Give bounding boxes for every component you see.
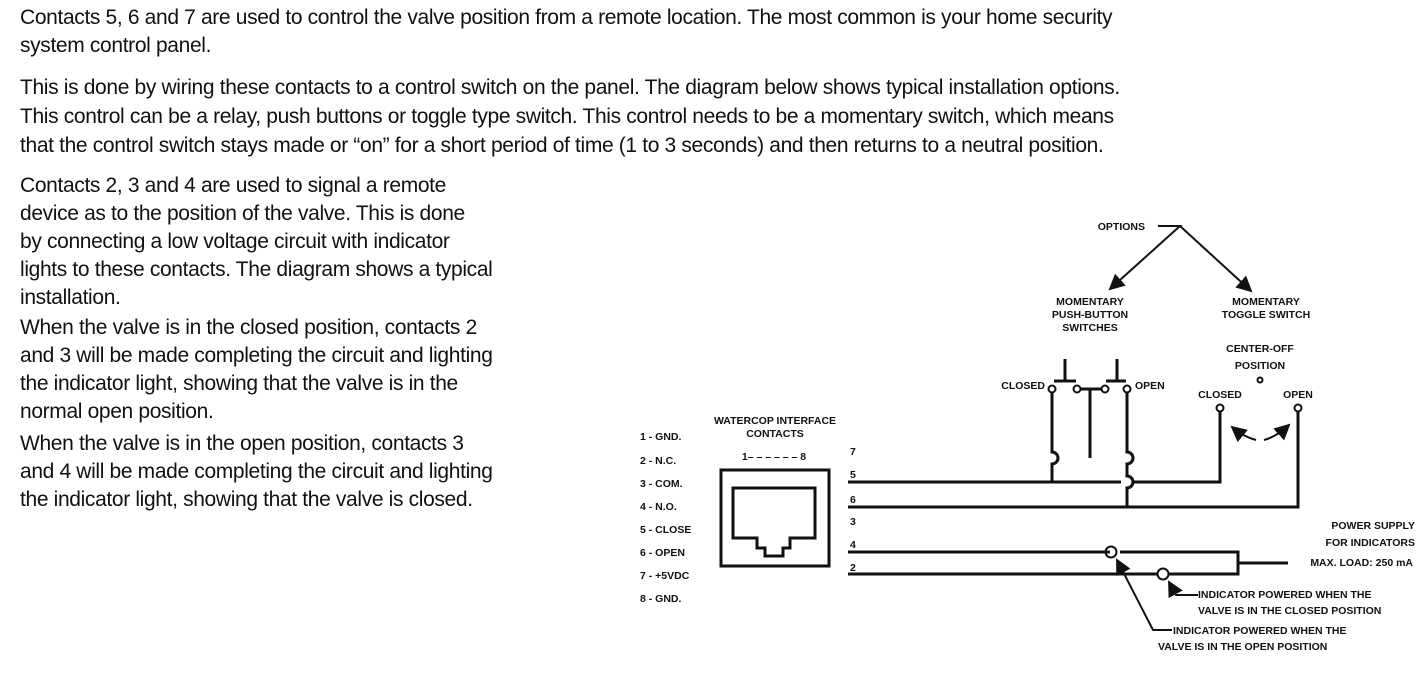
pin-label: 4 - N.O. (640, 501, 677, 513)
indicator-open-arrow (1116, 558, 1172, 631)
options-arrow-right (1179, 225, 1253, 293)
center-off-label: CENTER-OFF (1226, 343, 1294, 355)
toggle-switch-icon (1215, 376, 1303, 443)
rj45-connector-icon (719, 468, 831, 568)
intro-line: system control panel. (20, 34, 212, 57)
intro-line: that the control switch stays made or “o… (20, 134, 1104, 157)
pin-label: 5 - CLOSE (640, 524, 691, 536)
center-off-label: POSITION (1235, 360, 1285, 372)
toggle-open-label: OPEN (1283, 389, 1313, 401)
toggle-title: TOGGLE SWITCH (1222, 309, 1310, 321)
wires (848, 387, 1300, 576)
power-supply-label: FOR INDICATORS (1326, 537, 1415, 549)
intro-line: This is done by wiring these contacts to… (20, 76, 1120, 99)
intro-line: Contacts 5, 6 and 7 are used to control … (20, 6, 1113, 29)
push-button-closed-icon (1047, 359, 1082, 394)
left-text-line: lights to these contacts. The diagram sh… (20, 258, 493, 281)
wire-number: 6 (850, 494, 856, 506)
wire-number: 7 (850, 446, 856, 458)
pin-label: 2 - N.C. (640, 455, 676, 467)
indicator-light-closed-icon (1156, 567, 1170, 581)
wire-number: 5 (850, 469, 856, 481)
left-text-line: by connecting a low voltage circuit with… (20, 230, 450, 253)
wire-number: 2 (850, 562, 856, 574)
intro-line: This control can be a relay, push button… (20, 105, 1114, 128)
indicator-closed-label: INDICATOR POWERED WHEN THE (1198, 589, 1371, 601)
wire-number: 3 (850, 516, 856, 528)
indicator-open-label: VALVE IS IN THE OPEN POSITION (1158, 641, 1327, 653)
left-text-line: Contacts 2, 3 and 4 are used to signal a… (20, 174, 446, 197)
left-text-line: When the valve is in the closed position… (20, 316, 477, 339)
connector-title: CONTACTS (746, 428, 804, 440)
pb-closed-label: CLOSED (1001, 380, 1045, 392)
indicator-closed-arrow (1168, 580, 1198, 599)
left-text-line: When the valve is in the open position, … (20, 432, 464, 455)
pin-legend: 1 - GND. 2 - N.C. 3 - COM. 4 - N.O. 5 - … (640, 431, 691, 605)
left-text-line: the indicator light, showing that the va… (20, 372, 458, 395)
connector-title: WATERCOP INTERFACE (714, 415, 836, 427)
pb-open-label: OPEN (1135, 380, 1165, 392)
pin-label: 3 - COM. (640, 478, 683, 490)
toggle-title: MOMENTARY (1232, 296, 1300, 308)
left-text-line: the indicator light, showing that the va… (20, 488, 473, 511)
power-supply-label: POWER SUPPLY (1331, 520, 1415, 532)
wire-number: 4 (850, 539, 856, 551)
indicator-closed-label: VALVE IS IN THE CLOSED POSITION (1198, 605, 1381, 617)
pin-label: 6 - OPEN (640, 547, 685, 559)
indicator-light-open-icon (1104, 545, 1118, 559)
left-text-line: installation. (20, 286, 121, 309)
indicator-open-label: INDICATOR POWERED WHEN THE (1173, 625, 1346, 637)
left-text-line: device as to the position of the valve. … (20, 202, 465, 225)
toggle-closed-label: CLOSED (1198, 389, 1242, 401)
pin-label: 7 - +5VDC (640, 570, 690, 582)
left-text-line: and 4 will be made completing the circui… (20, 460, 493, 483)
pushbutton-title: MOMENTARY (1056, 296, 1124, 308)
left-text-line: normal open position. (20, 400, 214, 423)
push-button-open-icon (1100, 359, 1132, 394)
pushbutton-title: PUSH-BUTTON (1052, 309, 1128, 321)
options-label: OPTIONS (1098, 221, 1145, 233)
connector-range: 1– – – – – – 8 (742, 451, 806, 463)
pin-label: 1 - GND. (640, 431, 682, 443)
pushbutton-title: SWITCHES (1062, 322, 1117, 334)
pin-label: 8 - GND. (640, 593, 682, 605)
left-text-line: and 3 will be made completing the circui… (20, 344, 493, 367)
options-arrow-left (1108, 225, 1183, 291)
power-supply-load: MAX. LOAD: 250 mA (1310, 557, 1413, 569)
